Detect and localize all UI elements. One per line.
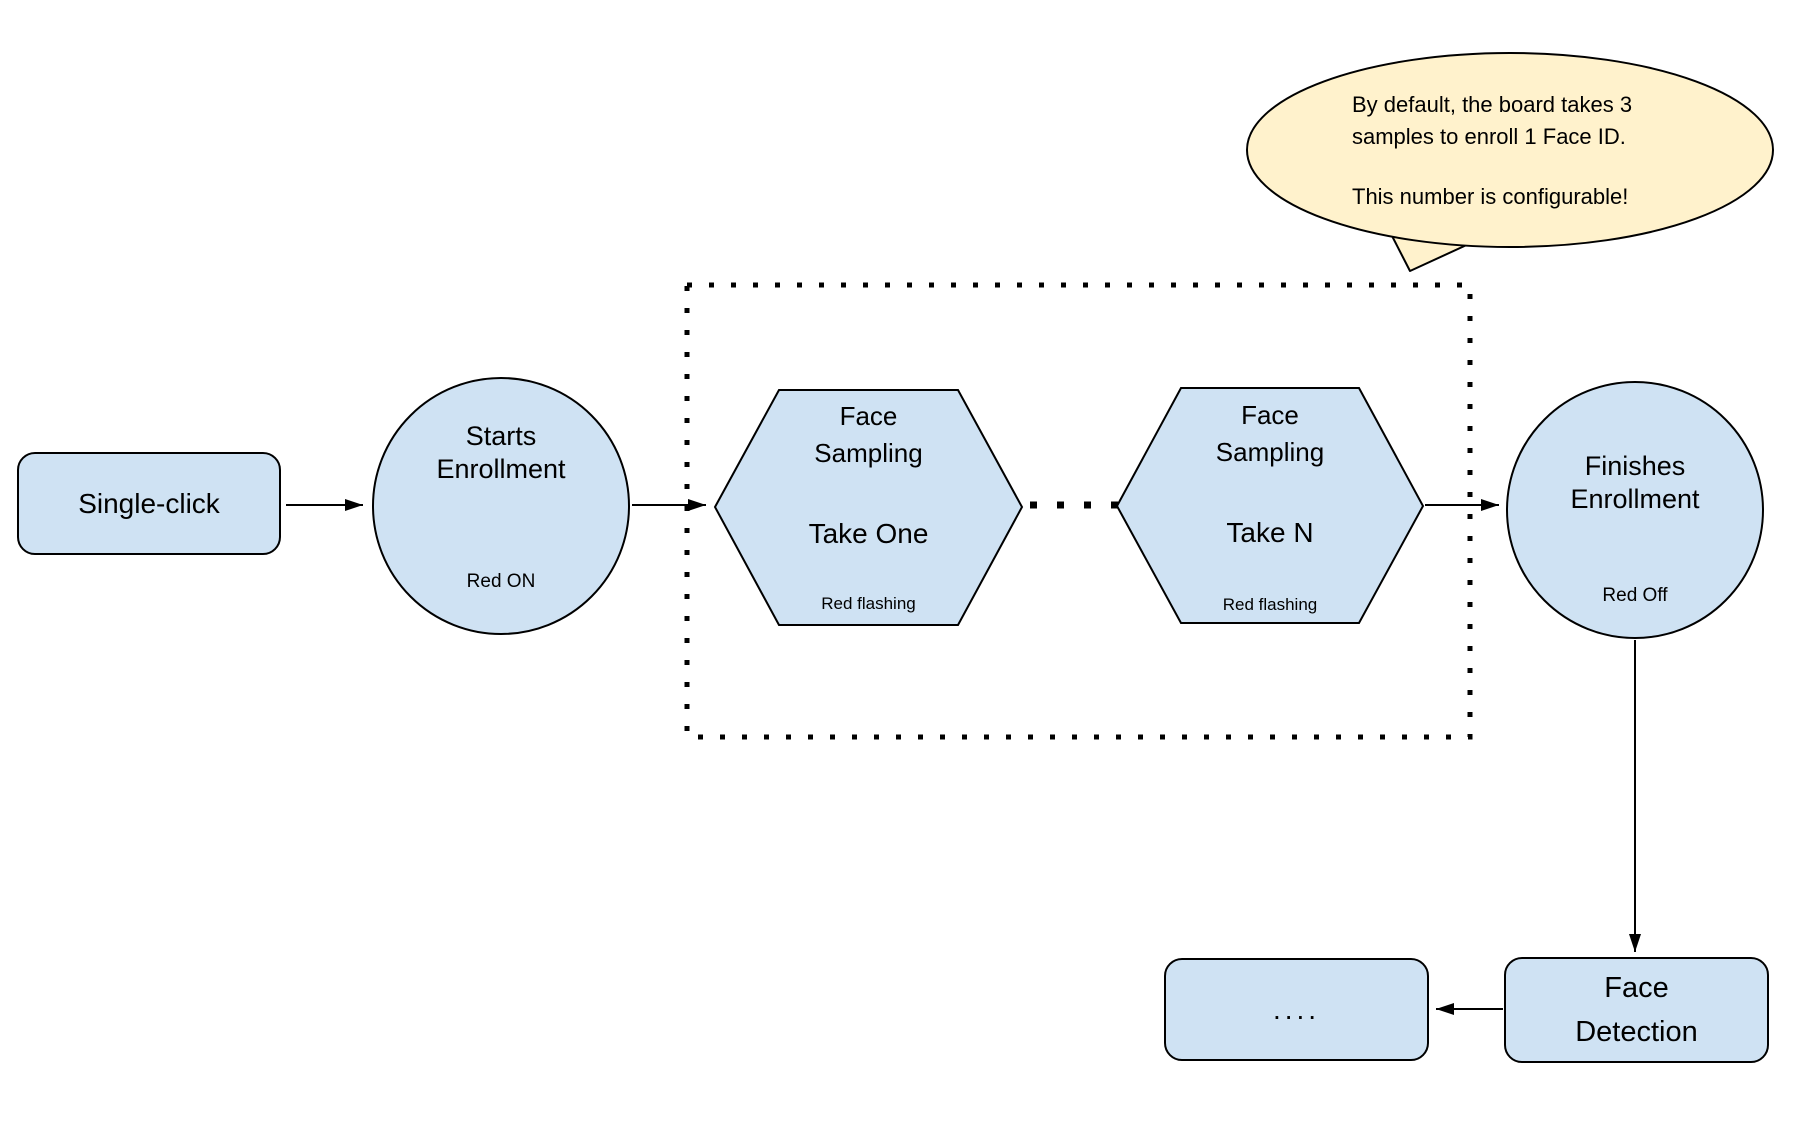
starts-enrollment-status: Red ON bbox=[466, 571, 536, 592]
starts-enrollment-node bbox=[372, 377, 630, 635]
face-detection-label: Face Detection bbox=[1575, 972, 1698, 1048]
face-detection-node bbox=[1504, 957, 1769, 1063]
starts-enrollment-title: Starts Enrollment bbox=[436, 421, 566, 484]
callout-text-line1: By default, the board takes 3 samples to… bbox=[1352, 92, 1633, 149]
face-sampling-n-title: Face Sampling bbox=[1215, 400, 1325, 467]
face-sampling-take-n-node bbox=[1115, 387, 1425, 624]
finishes-enrollment-title: Finishes Enrollment bbox=[1570, 451, 1700, 514]
callout-bubble bbox=[1246, 52, 1774, 248]
finishes-enrollment-status: Red Off bbox=[1602, 585, 1668, 606]
callout-text-line2: This number is configurable! bbox=[1352, 184, 1629, 209]
single-click-node bbox=[17, 452, 281, 555]
face-sampling-one-step: Take One bbox=[808, 518, 929, 549]
single-click-label: Single-click bbox=[78, 487, 220, 519]
face-sampling-one-title: Face Sampling bbox=[814, 401, 923, 468]
face-sampling-one-status: Red flashing bbox=[821, 594, 916, 613]
face-sampling-n-status: Red flashing bbox=[1222, 595, 1318, 614]
finishes-enrollment-node bbox=[1506, 381, 1764, 639]
face-sampling-n-step: Take N bbox=[1226, 517, 1314, 548]
ellipsis-label: .... bbox=[1272, 993, 1321, 1025]
face-sampling-take-one-node bbox=[713, 389, 1024, 626]
ellipsis-node bbox=[1164, 958, 1429, 1061]
sampling-group-dotted-box bbox=[684, 282, 1473, 740]
